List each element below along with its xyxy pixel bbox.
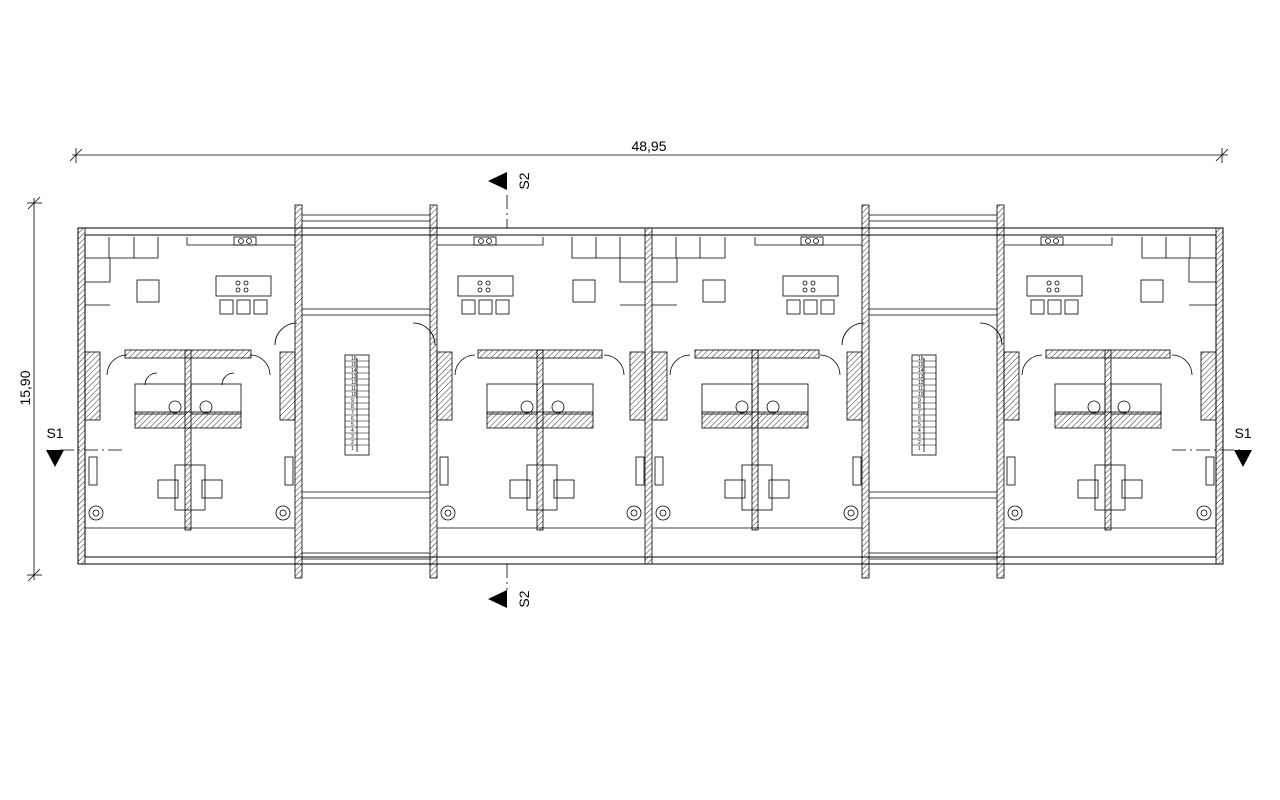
- total-width-label: 48,95: [631, 138, 666, 154]
- width-dimension-line: [69, 148, 1229, 163]
- stair-step-number: 5: [918, 422, 921, 428]
- stair-step-number: 16: [918, 356, 924, 362]
- stair-step-number: 12: [351, 380, 357, 386]
- section-label-s1-right: S1: [1234, 425, 1251, 441]
- stair-step-number: 6: [351, 416, 354, 422]
- stair-step-number: 10: [351, 392, 357, 398]
- stair-step-number: 13: [351, 374, 357, 380]
- stair-numbers-left: 16 15 14 13 12 11 10 9 8 7 6 5 4 3 2 1: [351, 356, 357, 452]
- stair-step-number: 1: [351, 446, 354, 452]
- stair-step-number: 15: [918, 362, 924, 368]
- stair-step-number: 5: [351, 422, 354, 428]
- section-arrow-s1-left: [46, 450, 64, 467]
- apartment-4: [1003, 236, 1217, 531]
- section-label-s2-top: S2: [516, 172, 532, 189]
- party-walls: [77, 204, 1224, 579]
- stair-step-number: 2: [918, 440, 921, 446]
- stair-steps-right: [912, 360, 936, 446]
- apartment-1: [84, 236, 296, 531]
- stair-step-number: 14: [918, 368, 924, 374]
- stair-steps-left: [345, 360, 369, 446]
- apartment-2: [436, 236, 646, 531]
- stair-core-left: [274, 214, 436, 560]
- stair-step-number: 15: [351, 362, 357, 368]
- stair-step-number: 11: [918, 386, 923, 392]
- stair-step-number: 2: [351, 440, 354, 446]
- stair-step-number: 13: [918, 374, 924, 380]
- stair-step-number: 1: [918, 446, 921, 452]
- stair-core-right: [841, 214, 1003, 560]
- stair-step-number: 4: [351, 428, 354, 434]
- total-depth-label: 15,90: [17, 370, 33, 405]
- stair-step-number: 9: [351, 398, 354, 404]
- section-arrow-s1-right: [1234, 450, 1252, 467]
- section-arrow-s2-bottom: [488, 590, 507, 608]
- section-label-s1-left: S1: [46, 425, 63, 441]
- stair-step-number: 6: [918, 416, 921, 422]
- stair-step-number: 10: [918, 392, 924, 398]
- stair-step-number: 16: [351, 356, 357, 362]
- stair-step-number: 3: [918, 434, 921, 440]
- stair-step-number: 7: [918, 410, 921, 416]
- stair-step-number: 8: [351, 404, 354, 410]
- depth-dimension-line: [27, 196, 42, 582]
- stair-step-number: 4: [918, 428, 921, 434]
- stair-step-number: 14: [351, 368, 357, 374]
- stair-step-number: 7: [351, 410, 354, 416]
- apartment-3: [651, 236, 863, 531]
- stair-numbers-right: 16 15 14 13 12 11 10 9 8 7 6 5 4 3 2 1: [918, 356, 924, 452]
- stair-step-number: 9: [918, 398, 921, 404]
- stair-step-number: 3: [351, 434, 354, 440]
- section-label-s2-bottom: S2: [516, 590, 532, 607]
- stair-step-number: 12: [918, 380, 924, 386]
- stair-step-number: 8: [918, 404, 921, 410]
- stair-step-number: 11: [351, 386, 356, 392]
- section-arrow-s2-top: [488, 172, 507, 190]
